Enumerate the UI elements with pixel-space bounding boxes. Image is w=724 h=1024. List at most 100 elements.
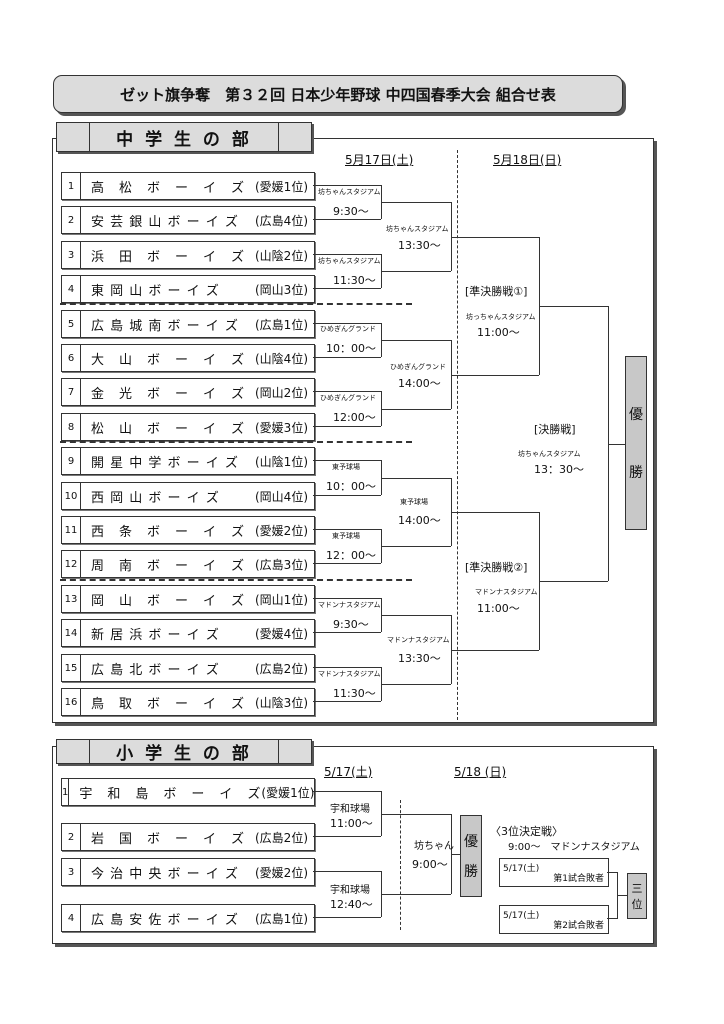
match-venue: 坊ちゃんスタジアム	[318, 188, 381, 196]
bracket-line	[381, 340, 451, 341]
bracket-line	[381, 814, 451, 815]
jh-date-day1: 5月17日(土)	[345, 153, 414, 167]
bracket-line	[313, 871, 381, 872]
team-name: 安 芸 銀 山 ボ ー イ ズ	[91, 214, 239, 230]
bracket-line	[313, 288, 381, 289]
team-row: 9 開 星 中 学 ボ ー イ ズ (山陰1位)	[61, 447, 315, 475]
team-rank: (愛媛1位)	[261, 785, 315, 800]
bracket-line	[381, 460, 382, 495]
bracket-line	[451, 615, 452, 684]
match-time: 14:00～	[398, 514, 441, 527]
match-venue: 坊ちゃんスタジアム	[318, 257, 381, 265]
match-venue: マドンナスタジアム	[387, 636, 450, 644]
team-rank: (岡山2位)	[255, 385, 308, 400]
match-venue: マドンナスタジアム	[318, 670, 381, 678]
match-time: 12：00～	[326, 549, 376, 562]
bracket-line	[381, 478, 451, 479]
bracket-line	[313, 185, 381, 186]
team-name: 鳥 取 ボ ー イ ズ	[91, 696, 246, 712]
team-name: 広 島 安 佐 ボ ー イ ズ	[91, 912, 239, 928]
third-place-box-1: 5/17(土) 第1試合敗者	[499, 858, 609, 887]
team-number: 3	[62, 242, 81, 268]
bracket-line	[381, 791, 382, 836]
team-number: 11	[62, 517, 81, 543]
team-number: 2	[62, 207, 81, 233]
el-date-day2: 5/18 (日)	[454, 765, 507, 779]
final-time: 9:00～	[412, 858, 448, 871]
team-name: 岩 国 ボ ー イ ズ	[91, 831, 246, 847]
team-name: 広 島 城 南 ボ ー イ ズ	[91, 318, 239, 334]
team-name: 宇 和 島 ボ ー イ ズ	[79, 786, 262, 802]
match-venue: 東予球場	[332, 532, 360, 540]
match-venue: 宇和球場	[330, 885, 370, 896]
match-time: 11:30～	[333, 687, 376, 700]
third-place-box-2: 5/17(土) 第2試合敗者	[499, 905, 609, 934]
bracket-line	[313, 836, 381, 837]
team-name: 広 島 北 ボ ー イ ズ	[91, 662, 220, 678]
match-venue: 宇和球場	[330, 804, 370, 815]
bracket-line	[381, 894, 451, 895]
team-rank: (山陰3位)	[255, 695, 308, 710]
elementary-heading: 小 学 生 の 部	[56, 739, 312, 764]
team-rank: (岡山4位)	[255, 489, 308, 504]
champion-char: 勝	[629, 465, 643, 481]
bracket-line	[451, 854, 460, 855]
bracket-line	[608, 306, 609, 581]
team-number: 10	[62, 483, 81, 509]
bracket-line	[607, 872, 617, 873]
group-separator	[60, 303, 412, 305]
team-number: 9	[62, 448, 81, 474]
team-number: 12	[62, 551, 81, 577]
bracket-line	[313, 791, 381, 792]
jh-date-day2: 5月18日(日)	[493, 153, 562, 167]
el-champion-box: 優 勝	[460, 815, 482, 897]
third-place-title: 〈3位決定戦〉	[490, 825, 563, 838]
group-separator	[60, 579, 412, 581]
team-number: 7	[62, 379, 81, 405]
bracket-line	[313, 667, 381, 668]
bracket-line	[313, 219, 381, 220]
bracket-line	[313, 357, 381, 358]
team-rank: (広島1位)	[255, 317, 308, 332]
team-name: 大 山 ボ ー イ ズ	[91, 352, 246, 368]
final-label: [決勝戦]	[534, 423, 576, 436]
match-time: 10：00～	[326, 342, 376, 355]
team-name: 高 松 ボ ー イ ズ	[91, 180, 246, 196]
team-number: 5	[62, 311, 81, 337]
team-rank: (山陰1位)	[255, 454, 308, 469]
bracket-line	[617, 895, 627, 896]
team-name: 開 星 中 学 ボ ー イ ズ	[91, 455, 239, 471]
jh-day-divider	[457, 150, 458, 720]
bracket-line	[313, 460, 381, 461]
match-venue: 東予球場	[400, 498, 428, 506]
team-number: 1	[62, 173, 81, 199]
team-number: 15	[62, 655, 81, 681]
team-rank: (愛媛4位)	[255, 626, 308, 641]
team-rank: (山陰2位)	[255, 248, 308, 263]
el-date-day1: 5/17(土)	[324, 765, 373, 779]
group-separator	[60, 441, 412, 443]
bracket-line	[381, 271, 451, 272]
match-time: 13:30～	[398, 652, 441, 665]
semifinal-2-label: [準決勝戦②]	[465, 561, 528, 574]
match-time: 10：00～	[326, 480, 376, 493]
page-title: ゼット旗争奪 第３２回 日本少年野球 中四国春季大会 組合せ表	[53, 75, 623, 113]
bracket-line	[451, 202, 452, 271]
team-name: 松 山 ボ ー イ ズ	[91, 421, 246, 437]
match-time: 12:40～	[330, 898, 373, 911]
bracket-line	[381, 202, 451, 203]
team-name: 新 居 浜 ボ ー イ ズ	[91, 627, 220, 643]
match-time: 13:30～	[398, 239, 441, 252]
